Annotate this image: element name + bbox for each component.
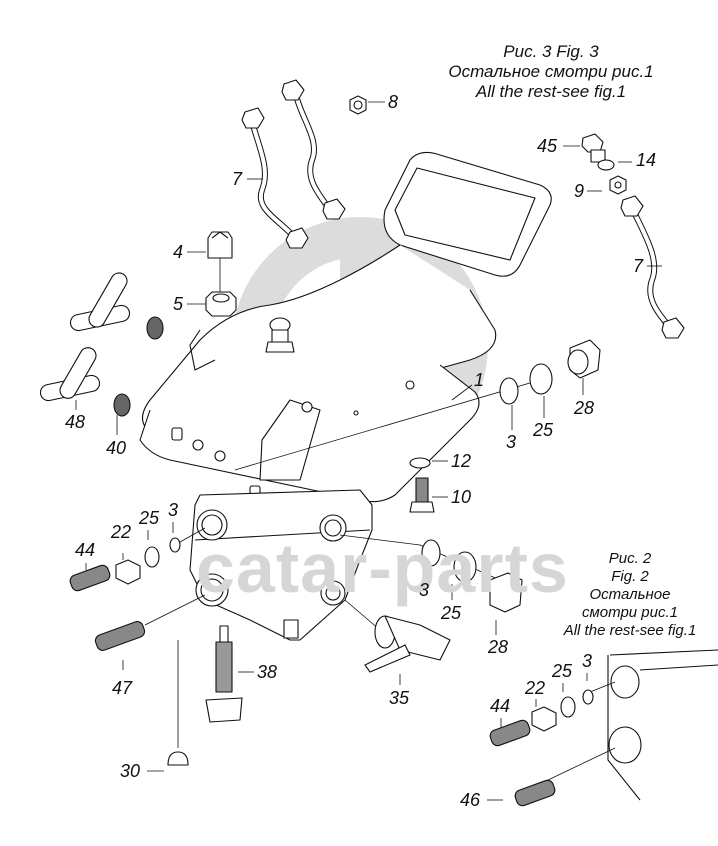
fig3-note-line: All the rest-see fig.1 [475,82,627,101]
cross-fitting-upper [69,272,131,332]
callout-35: 35 [389,688,410,708]
callout-9: 9 [574,181,585,201]
tube-part-7b [281,79,346,220]
switch-part-38 [205,625,243,723]
callout-38: 38 [257,662,278,682]
callout-3: 3 [506,432,517,452]
callout-5: 5 [173,294,184,314]
fig2-valve-detail [547,649,718,801]
filter-part-40 [113,393,131,417]
fig2-note-line: Рис. 2 [608,550,652,567]
ring-part-3a [499,377,519,405]
callout-28: 28 [574,398,595,418]
callout-25: 25 [441,603,462,623]
fig3-note-line: Остальное смотри рис.1 [448,62,654,81]
callout-45: 45 [537,136,558,156]
callout-47: 47 [112,678,133,698]
callout-3: 3 [168,500,179,520]
tube-part-7a [241,107,309,249]
washer-part-12 [409,457,431,469]
washer-part-25d [560,696,576,718]
drain-valve-part-35 [364,615,451,673]
callout-8: 8 [388,92,399,112]
callout-30: 30 [120,761,141,781]
callout-3: 3 [582,651,593,671]
cap-part-30 [167,751,189,766]
callout-25: 25 [552,661,573,681]
cross-fitting-part-48 [39,347,101,402]
nut-part-22a [115,559,141,585]
callout-7: 7 [633,256,644,276]
callout-22: 22 [525,678,546,698]
bolt-part-10 [409,477,435,513]
callout-28: 28 [488,637,509,657]
brake-valve-pedal-part-1 [139,151,552,503]
fig2-note-line: Остальное [589,586,671,603]
callout-22: 22 [111,522,132,542]
callout-10: 10 [451,487,472,507]
washer-part-25a [529,363,553,395]
valve-body [189,489,373,641]
plug-part-28a [567,339,601,379]
filter-upper [146,316,164,340]
washer-part-25b [144,546,160,568]
callout-12: 12 [451,451,472,471]
ring-part-3b [169,537,181,553]
fig2-note: Рис. 2 Fig. 2 Остальное смотри рис.1 All… [555,550,705,640]
nut-part-5 [205,291,237,317]
callout-25: 25 [533,420,554,440]
leader-lines [75,101,662,801]
callout-40: 40 [106,438,127,458]
fig2-note-line: смотри рис.1 [582,604,678,621]
nut-part-9 [609,175,627,195]
tube-part-7c [620,195,685,339]
callout-46: 46 [460,790,481,810]
callout-48: 48 [65,412,86,432]
watermark-text: catar-parts [196,529,569,607]
callout-3: 3 [419,580,430,600]
fig2-note-line: Fig. 2 [611,568,649,585]
connector-part-46 [514,779,556,807]
callout-14: 14 [636,150,657,170]
fig3-note: Рис. 3 Fig. 3 Остальное смотри рис.1 All… [446,42,656,102]
union-part-45 [581,133,606,163]
callout-4: 4 [173,242,184,262]
callout-44: 44 [490,696,511,716]
callout-44: 44 [75,540,96,560]
callout-7: 7 [232,169,243,189]
connector-part-44b [489,719,531,747]
cap-nut-part-4 [207,231,233,259]
plug-part-28b [489,572,523,613]
fig3-note-line: Рис. 3 Fig. 3 [503,42,599,61]
washer-part-14 [597,159,615,171]
connector-part-47 [94,621,146,651]
washer-part-25c [453,551,477,583]
nut-part-8 [349,95,367,115]
connector-part-44a [69,564,111,592]
nut-part-22b [531,706,557,732]
ring-part-3d [582,689,594,705]
ring-part-3c [421,539,441,567]
callout-1: 1 [474,370,485,390]
fig2-note-line: All the rest-see fig.1 [563,622,697,639]
callout-25: 25 [139,508,160,528]
